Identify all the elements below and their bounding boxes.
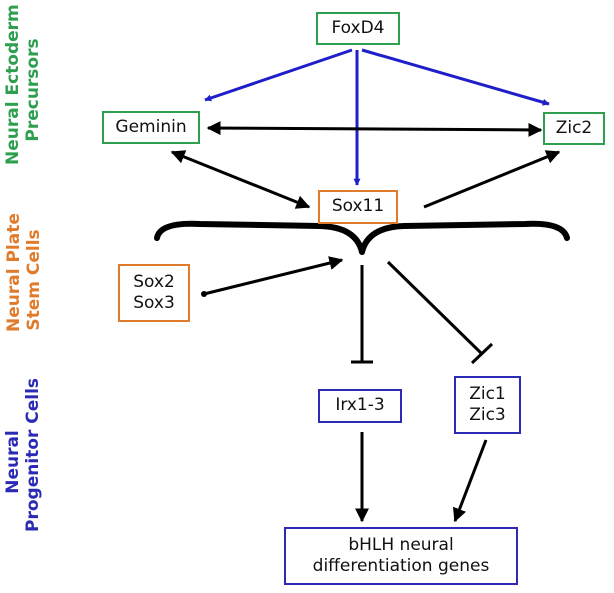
node-sox11: Sox11	[318, 190, 398, 224]
curly-brace	[154, 220, 570, 255]
arrow-zic1zic3-to-bhlh	[452, 439, 488, 523]
node-zic1-zic3: Zic1 Zic3	[454, 376, 521, 434]
arrow-sox2sox3-brace	[203, 256, 344, 296]
arrow-foxd4-to-geminin	[204, 48, 353, 102]
arrow-geminin-zic2	[206, 121, 543, 137]
stage-label-plate: Neural Plate Stem Cells	[4, 213, 45, 332]
arrow-foxd4-to-zic2	[361, 48, 550, 106]
arrow-geminin-sox11	[170, 150, 311, 209]
arrow-sox11-to-zic2	[423, 150, 561, 209]
arrow-sox2sox3-tail-dot	[201, 291, 207, 297]
node-foxd4: FoxD4	[316, 12, 400, 45]
inhibit-to-zic1zic3	[386, 260, 484, 356]
node-geminin: Geminin	[102, 111, 200, 144]
node-sox2-sox3: Sox2 Sox3	[118, 264, 190, 322]
stage-label-ectoderm: Neural Ectoderm Precursors	[3, 4, 44, 165]
stage-label-progenitor: Neural Progenitor Cells	[3, 377, 44, 532]
node-zic2: Zic2	[543, 112, 605, 145]
node-irx1-3: Irx1-3	[318, 389, 402, 423]
node-bhlh-genes: bHLH neural differentiation genes	[284, 527, 518, 585]
inhibit-bar-zic1zic3	[470, 342, 494, 365]
